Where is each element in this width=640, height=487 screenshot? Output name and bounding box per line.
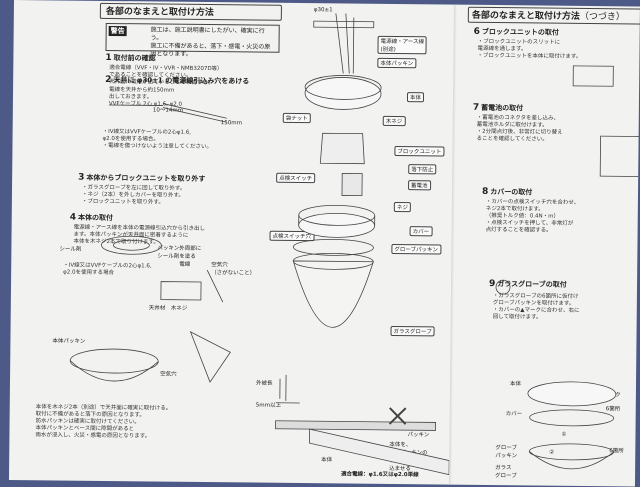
body-install bbox=[69, 348, 159, 374]
battery-pack bbox=[341, 173, 363, 197]
ceiling-hatch bbox=[313, 20, 375, 29]
body-unit bbox=[304, 77, 382, 110]
glass-globe-shape bbox=[292, 260, 374, 328]
sealing-ring bbox=[101, 235, 162, 255]
mount-detail bbox=[160, 269, 224, 303]
line-art-illustrations bbox=[69, 13, 640, 476]
cable-bundle bbox=[335, 13, 355, 74]
r-body-sketch bbox=[527, 381, 617, 407]
wire-strip-sketch bbox=[108, 103, 227, 123]
instruction-sheet: 各部のなまえと取付け方法 警告 施工は、施工説明書にしたがい、確実に行う。 施工… bbox=[8, 0, 640, 487]
block-unit bbox=[319, 132, 365, 165]
r-globe-sketch bbox=[529, 451, 614, 470]
glove-packing-ring bbox=[293, 238, 374, 256]
cross-section-ceiling bbox=[275, 420, 437, 431]
wire-bend bbox=[275, 374, 300, 404]
